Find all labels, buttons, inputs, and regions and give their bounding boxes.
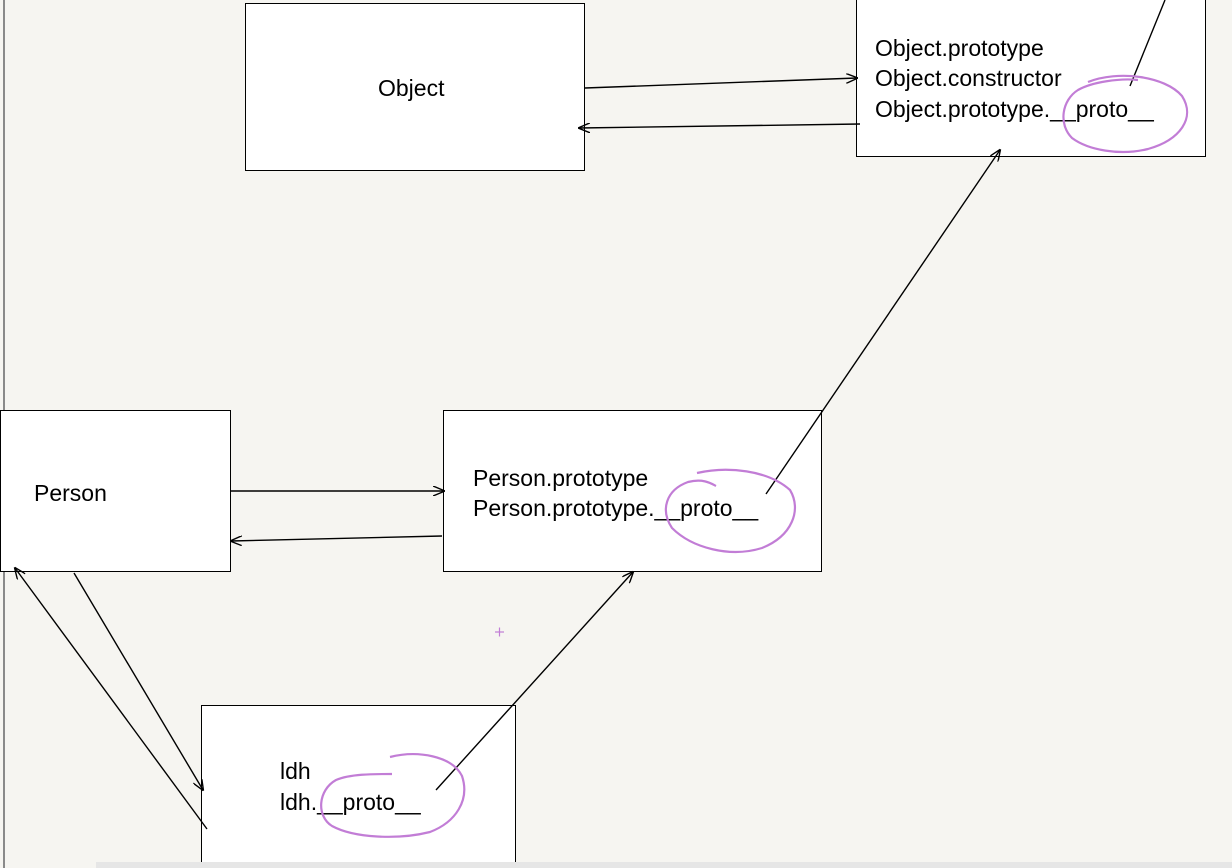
person-prototype-box: Person.prototype Person.prototype.__prot…	[443, 410, 822, 572]
person-label: Person	[34, 480, 107, 506]
person-prototype-line: Person.prototype	[473, 465, 649, 491]
object-to-prototype-arrow	[584, 78, 857, 89]
ldh-box: ldh ldh.__proto__	[201, 705, 516, 868]
object-prototype-box: Object.prototype Object.constructor Obje…	[856, 0, 1206, 157]
person-to-ldh-arrow	[73, 572, 203, 790]
object-prototype-line: Object.prototype	[875, 35, 1044, 61]
person-box: Person	[0, 410, 231, 572]
ldh-to-person-arrow	[15, 568, 208, 830]
bottom-edge-strip	[96, 862, 1232, 868]
ldh-proto-line: ldh.__proto__	[280, 789, 421, 815]
object-constructor-line: Object.constructor	[875, 65, 1062, 91]
prototype-to-person-arrow	[231, 535, 443, 541]
object-box: Object	[245, 3, 585, 171]
object-label: Object	[378, 75, 445, 101]
ldh-line: ldh	[280, 758, 311, 784]
object-prototype-proto-line: Object.prototype.__proto__	[875, 96, 1154, 122]
cursor-plus-mark	[495, 627, 504, 637]
person-prototype-proto-line: Person.prototype.__proto__	[473, 495, 759, 521]
prototype-to-object-arrow	[579, 124, 861, 128]
